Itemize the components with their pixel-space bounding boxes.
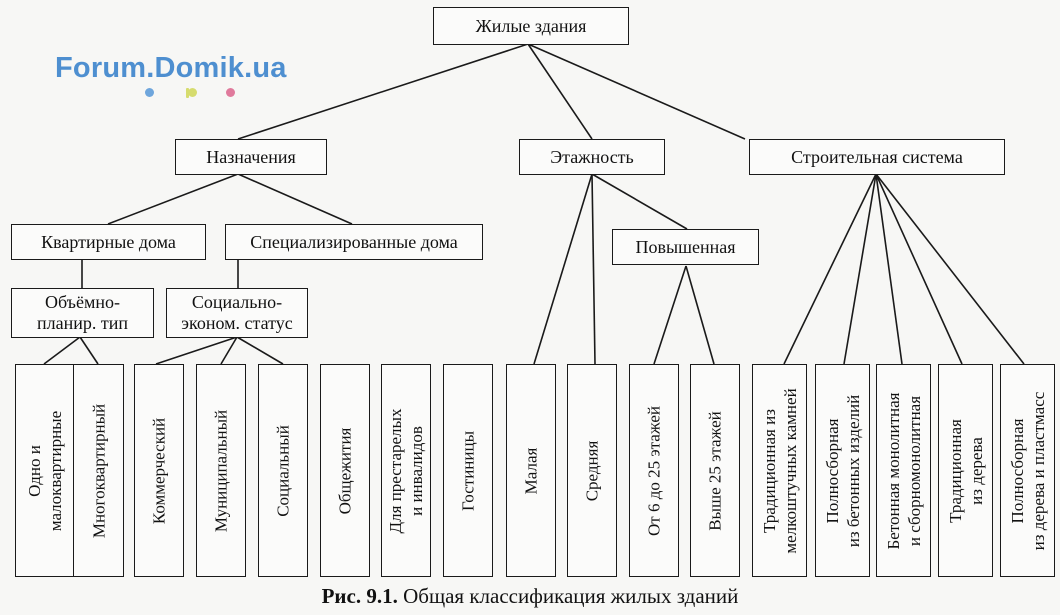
leaf-label: Бетонная монолитная и сборномонолитная bbox=[883, 392, 924, 549]
subcategory-specialized: Специализированные дома bbox=[225, 224, 483, 260]
leaf-multi: Многоквартирный bbox=[73, 364, 124, 577]
leaf-dormitories: Общежития bbox=[320, 364, 370, 577]
leaf-label: Общежития bbox=[335, 427, 355, 514]
leaf-floors-6-25: От 6 до 25 этажей bbox=[629, 364, 679, 577]
branch-purpose: Назначения bbox=[175, 139, 327, 175]
watermark-dot-blue bbox=[145, 88, 154, 97]
leaf-above-25: Выше 25 этажей bbox=[690, 364, 740, 577]
leaf-label: Для престарелых и инвалидов bbox=[385, 408, 426, 533]
leaf-elderly: Для престарелых и инвалидов bbox=[381, 364, 431, 577]
watermark-dot-pink bbox=[226, 88, 235, 97]
leaf-label: Средняя bbox=[582, 440, 602, 501]
leaf-medium: Средняя bbox=[567, 364, 617, 577]
leaf-low: Малая bbox=[506, 364, 556, 577]
leaf-concrete-mono: Бетонная монолитная и сборномонолитная bbox=[876, 364, 931, 577]
leaf-single-low: Одно и малоквартирные bbox=[15, 364, 74, 577]
leaf-hotels: Гостиницы bbox=[443, 364, 493, 577]
leaf-label: Малая bbox=[521, 447, 541, 494]
leaf-social: Социальный bbox=[258, 364, 308, 577]
subcategory-apartment: Квартирные дома bbox=[11, 224, 206, 260]
leaf-trad-stone: Традиционная из мелкоштучных камней bbox=[752, 364, 807, 577]
leaf-label: Выше 25 этажей bbox=[705, 410, 725, 531]
subcategory-volumetric: Объёмно- планир. тип bbox=[11, 288, 154, 338]
figure-caption: Рис. 9.1. Общая классификация жилых здан… bbox=[0, 584, 1060, 609]
leaf-trad-wood: Традиционная из дерева bbox=[938, 364, 993, 577]
leaf-label: Полносборная из бетонных изделий bbox=[822, 394, 863, 547]
watermark-dot-yellow bbox=[186, 88, 189, 98]
leaf-label: Традиционная из мелкоштучных камней bbox=[759, 387, 800, 554]
leaf-label: Полносборная из дерева и пластмасс bbox=[1007, 391, 1048, 550]
subcategory-social-economic: Социально- эконом. статус bbox=[166, 288, 308, 338]
leaf-label: Одно и малоквартирные bbox=[24, 410, 65, 531]
leaf-prefab-wood: Полносборная из дерева и пластмасс bbox=[1000, 364, 1055, 577]
watermark-dot-green bbox=[188, 88, 197, 97]
leaf-label: Многоквартирный bbox=[88, 403, 108, 538]
leaf-municipal: Муниципальный bbox=[196, 364, 246, 577]
leaf-label: Социальный bbox=[273, 424, 293, 517]
subcategory-high-rise: Повышенная bbox=[612, 229, 759, 265]
leaf-label: Традиционная из дерева bbox=[945, 418, 986, 523]
leaf-prefab-concrete: Полносборная из бетонных изделий bbox=[815, 364, 870, 577]
root-node: Жилые здания bbox=[433, 7, 629, 45]
leaf-label: Коммерческий bbox=[149, 417, 169, 524]
leaf-label: Гостиницы bbox=[458, 430, 478, 511]
branch-construction: Строительная система bbox=[749, 139, 1005, 175]
watermark-logo: Forum.Domik.ua bbox=[55, 52, 287, 84]
branch-floors: Этажность bbox=[519, 139, 665, 175]
leaf-commercial: Коммерческий bbox=[134, 364, 184, 577]
leaf-label: Муниципальный bbox=[211, 409, 231, 532]
caption-label: Рис. 9.1. bbox=[321, 584, 398, 608]
leaf-label: От 6 до 25 этажей bbox=[644, 405, 664, 536]
caption-text: Общая классификация жилых зданий bbox=[403, 584, 739, 608]
